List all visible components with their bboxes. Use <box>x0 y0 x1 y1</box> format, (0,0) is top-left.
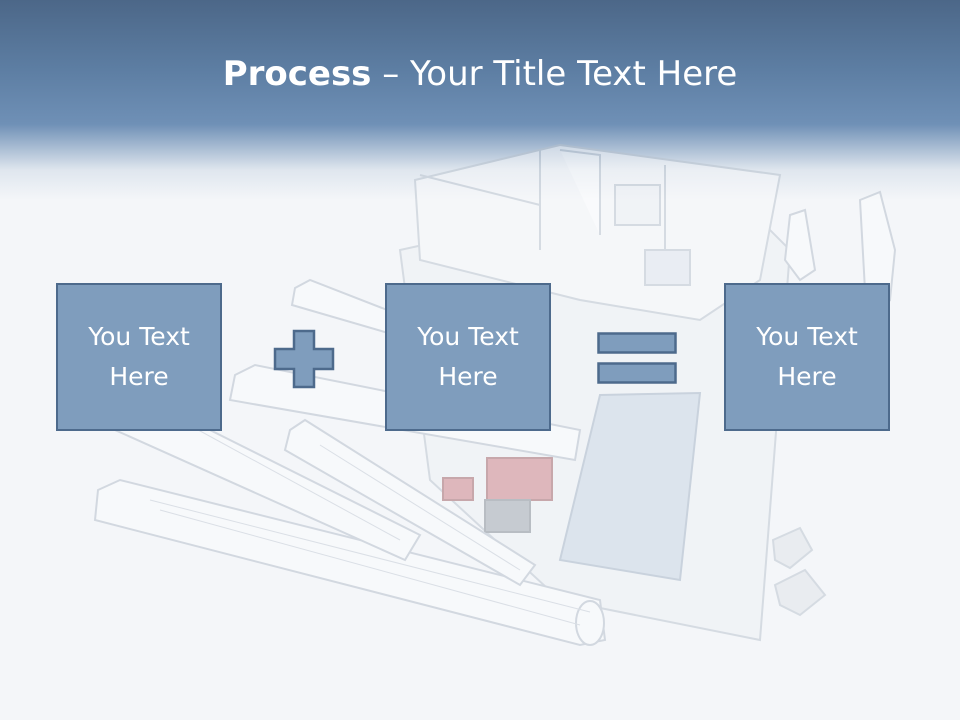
text-box-1-line1: You Text <box>88 322 190 351</box>
slide-title[interactable]: Process – Your Title Text Here <box>0 52 960 96</box>
equals-icon <box>597 332 677 384</box>
title-bold: Process <box>222 54 372 94</box>
text-box-1-line2: Here <box>109 362 169 391</box>
text-box-2-line1: You Text <box>417 322 519 351</box>
text-box-3-line2: Here <box>777 362 837 391</box>
text-box-2-line2: Here <box>438 362 498 391</box>
title-rest: – Your Title Text Here <box>371 54 738 94</box>
plus-icon <box>273 329 335 389</box>
text-box-3-line1: You Text <box>756 322 858 351</box>
